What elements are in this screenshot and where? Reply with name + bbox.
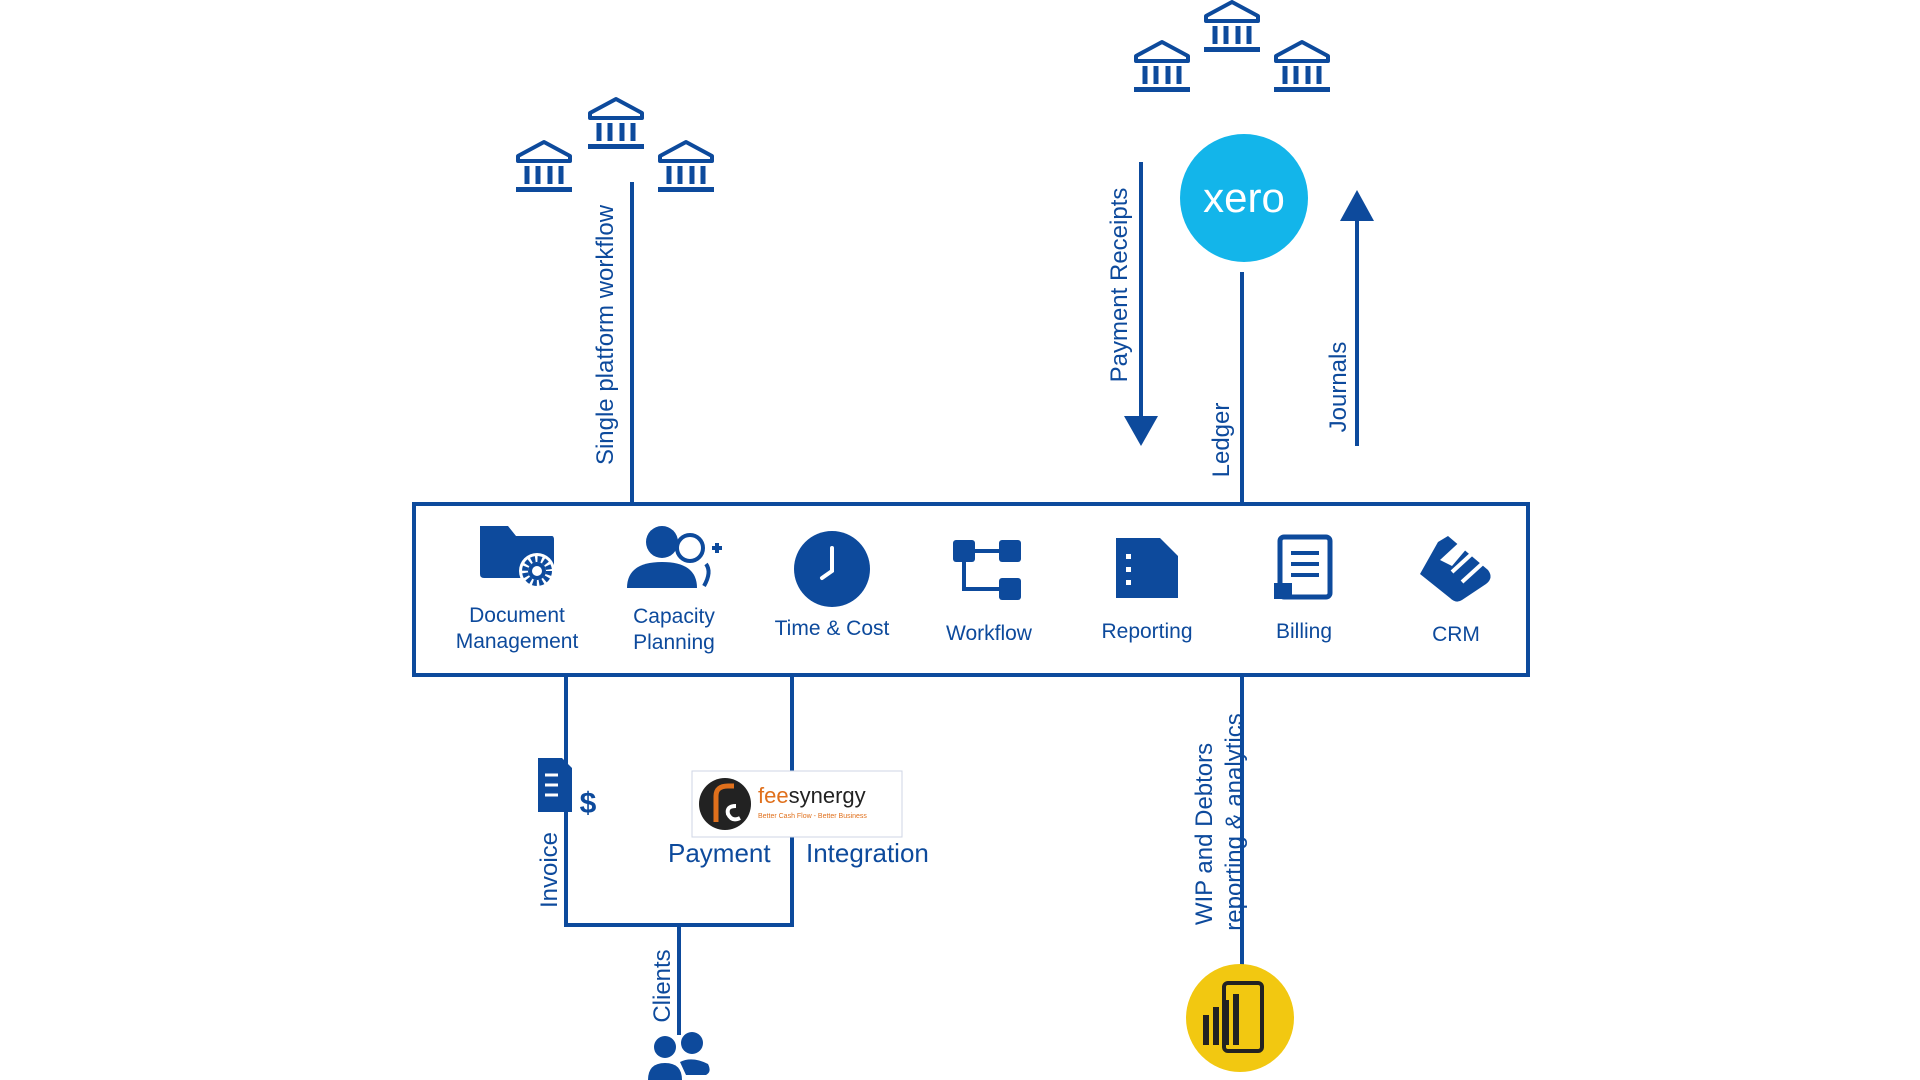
clients-icon	[648, 1032, 710, 1080]
flow-label-wip-line1: WIP and Debtors	[1191, 742, 1218, 926]
workflow-icon	[953, 540, 1021, 600]
label-integration: Integration	[806, 838, 929, 868]
feesynergy-logo: feesynergy Better Cash Flow - Better Bus…	[691, 770, 903, 838]
flow-label-clients: Clients	[649, 949, 676, 1023]
bank-icon	[658, 142, 714, 192]
powerbi-bars-icon	[1203, 981, 1264, 1053]
flow-label-journals: Journals	[1325, 341, 1352, 433]
module-document-management: Document Management	[455, 604, 579, 653]
module-workflow: Workflow	[946, 622, 1032, 645]
powerbi-logo	[1186, 964, 1294, 1072]
svg-text:feesynergy: feesynergy	[758, 783, 866, 808]
folder-gear-icon	[480, 526, 555, 589]
flow-label-wip-line2: reporting & analytics	[1221, 713, 1248, 931]
billing-icon	[1274, 534, 1333, 600]
flow-label-single-platform: Single platform workflow	[592, 204, 619, 466]
module-capacity-planning: Capacity Planning	[633, 605, 715, 654]
platform-box	[412, 502, 1530, 677]
svg-text:$: $	[580, 787, 597, 820]
bank-icon	[1134, 42, 1190, 92]
module-crm: CRM	[1432, 623, 1480, 646]
xero-logo-text: xero	[1203, 174, 1285, 221]
arrow-up-icon	[1340, 190, 1374, 221]
module-billing: Billing	[1275, 620, 1333, 643]
users-plus-icon	[627, 526, 722, 588]
handshake-icon	[1420, 536, 1491, 602]
report-icon	[1116, 538, 1178, 598]
flow-label-payment-receipts: Payment Receipts	[1106, 187, 1133, 383]
svg-text:Better Cash Flow - Better Busi: Better Cash Flow - Better Business	[758, 813, 867, 820]
bank-icon	[1274, 42, 1330, 92]
xero-logo	[1180, 134, 1308, 262]
bank-icon	[588, 99, 644, 149]
flow-label-ledger: Ledger	[1208, 402, 1235, 478]
flow-label-invoice: Invoice	[536, 831, 563, 909]
invoice-icon: $	[538, 758, 604, 820]
clock-icon	[794, 531, 870, 607]
bank-icon	[1204, 2, 1260, 52]
module-time-cost: Time & Cost	[774, 617, 890, 640]
arrow-down-icon	[1124, 416, 1158, 446]
module-reporting: Reporting	[1101, 620, 1193, 643]
bank-icon	[516, 142, 572, 192]
label-payment: Payment	[668, 838, 771, 868]
